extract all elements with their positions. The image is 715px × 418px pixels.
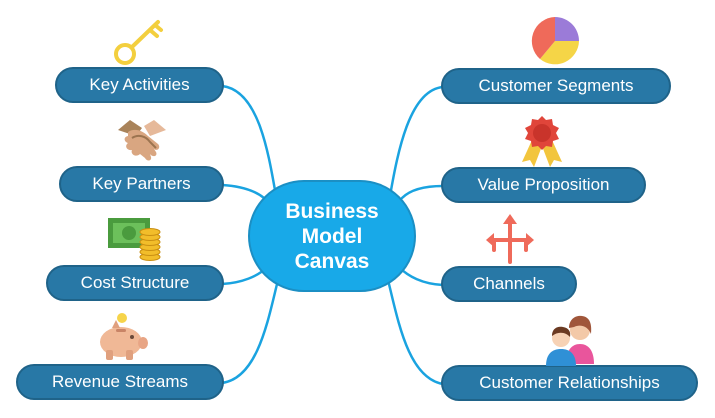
branch-channels[interactable]: Channels — [441, 266, 577, 302]
award-ribbon-icon — [522, 116, 562, 167]
branch-cost-structure[interactable]: Cost Structure — [46, 265, 224, 301]
connector-key-partners — [220, 183, 266, 200]
connector-channels — [398, 266, 445, 287]
central-topic[interactable]: Business Model Canvas — [248, 180, 416, 292]
key-icon — [114, 20, 163, 65]
branch-customer-relationships[interactable]: Customer Relationships — [441, 365, 698, 401]
connector-value-proposition — [400, 184, 445, 200]
branch-revenue-streams[interactable]: Revenue Streams — [16, 364, 224, 400]
connector-customer-relationships — [386, 278, 445, 386]
piggy-bank-icon — [100, 313, 148, 360]
handshake-icon — [118, 120, 166, 161]
branch-value-proposition[interactable]: Value Proposition — [441, 167, 646, 203]
branch-key-partners[interactable]: Key Partners — [59, 166, 224, 202]
connector-customer-segments — [388, 85, 445, 198]
money-coins-icon — [108, 218, 161, 261]
branch-key-activities[interactable]: Key Activities — [55, 67, 224, 103]
connector-key-activities — [220, 84, 278, 198]
people-icon — [546, 315, 594, 366]
branch-customer-segments[interactable]: Customer Segments — [441, 68, 671, 104]
connector-revenue-streams — [220, 278, 280, 385]
pie-chart-icon — [531, 17, 579, 65]
split-arrows-icon — [486, 214, 534, 264]
